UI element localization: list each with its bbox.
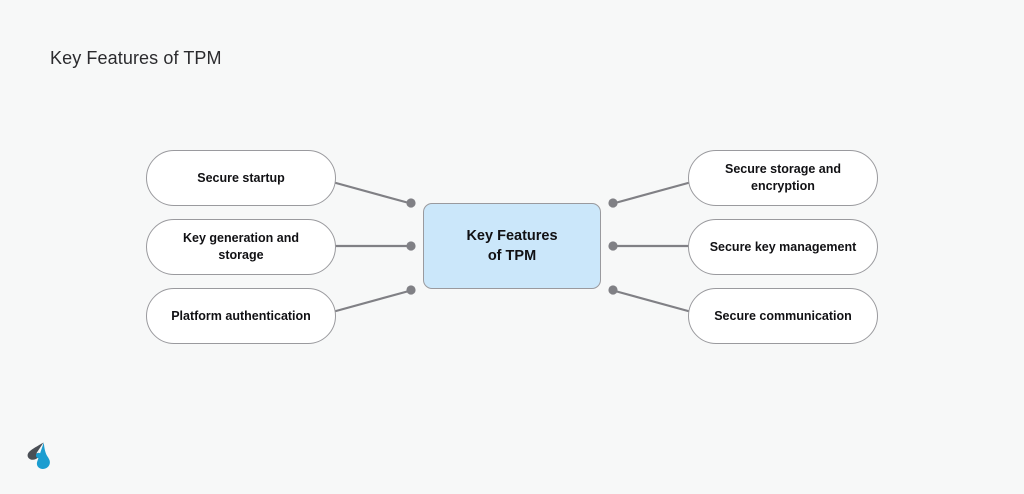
connector-dot-left-1 (406, 241, 416, 251)
node-label: Platform authentication (171, 308, 311, 323)
center-node-label: Key Features of TPM (466, 227, 558, 264)
logo-accent-shape (36, 442, 50, 469)
connector-dot-right-2 (608, 285, 618, 295)
connector-dot-right-0 (608, 198, 618, 208)
connector-dot-right-1 (608, 241, 618, 251)
logo-dark-shape (27, 442, 44, 460)
node-secure-storage-and-encryption[interactable]: Secure storage and encryption (688, 150, 878, 206)
node-label: Secure startup (197, 170, 285, 185)
logo-dot (35, 452, 42, 459)
connector-dot-left-0 (406, 198, 416, 208)
connector-right-0 (613, 181, 690, 205)
node-label: Key generation and storage (183, 231, 299, 262)
connector-dot-left-2 (406, 285, 416, 295)
node-label: Secure key management (709, 239, 857, 254)
connector-left-2 (334, 289, 411, 313)
node-secure-startup[interactable]: Secure startup (146, 150, 336, 206)
node-center-key-features-of-tpm[interactable]: Key Features of TPM (423, 203, 601, 289)
node-key-generation-and-storage[interactable]: Key generation and storage (146, 219, 336, 275)
node-secure-communication[interactable]: Secure communication (688, 288, 878, 344)
brand-logo-icon (27, 442, 50, 469)
connector-right-2 (613, 289, 690, 313)
node-label: Secure communication (714, 308, 852, 323)
connector-left-0 (334, 181, 411, 205)
page-title: Key Features of TPM (50, 48, 222, 68)
node-label: Secure storage and encryption (724, 162, 841, 193)
node-secure-key-management[interactable]: Secure key management (688, 219, 878, 275)
node-platform-authentication[interactable]: Platform authentication (146, 288, 336, 344)
